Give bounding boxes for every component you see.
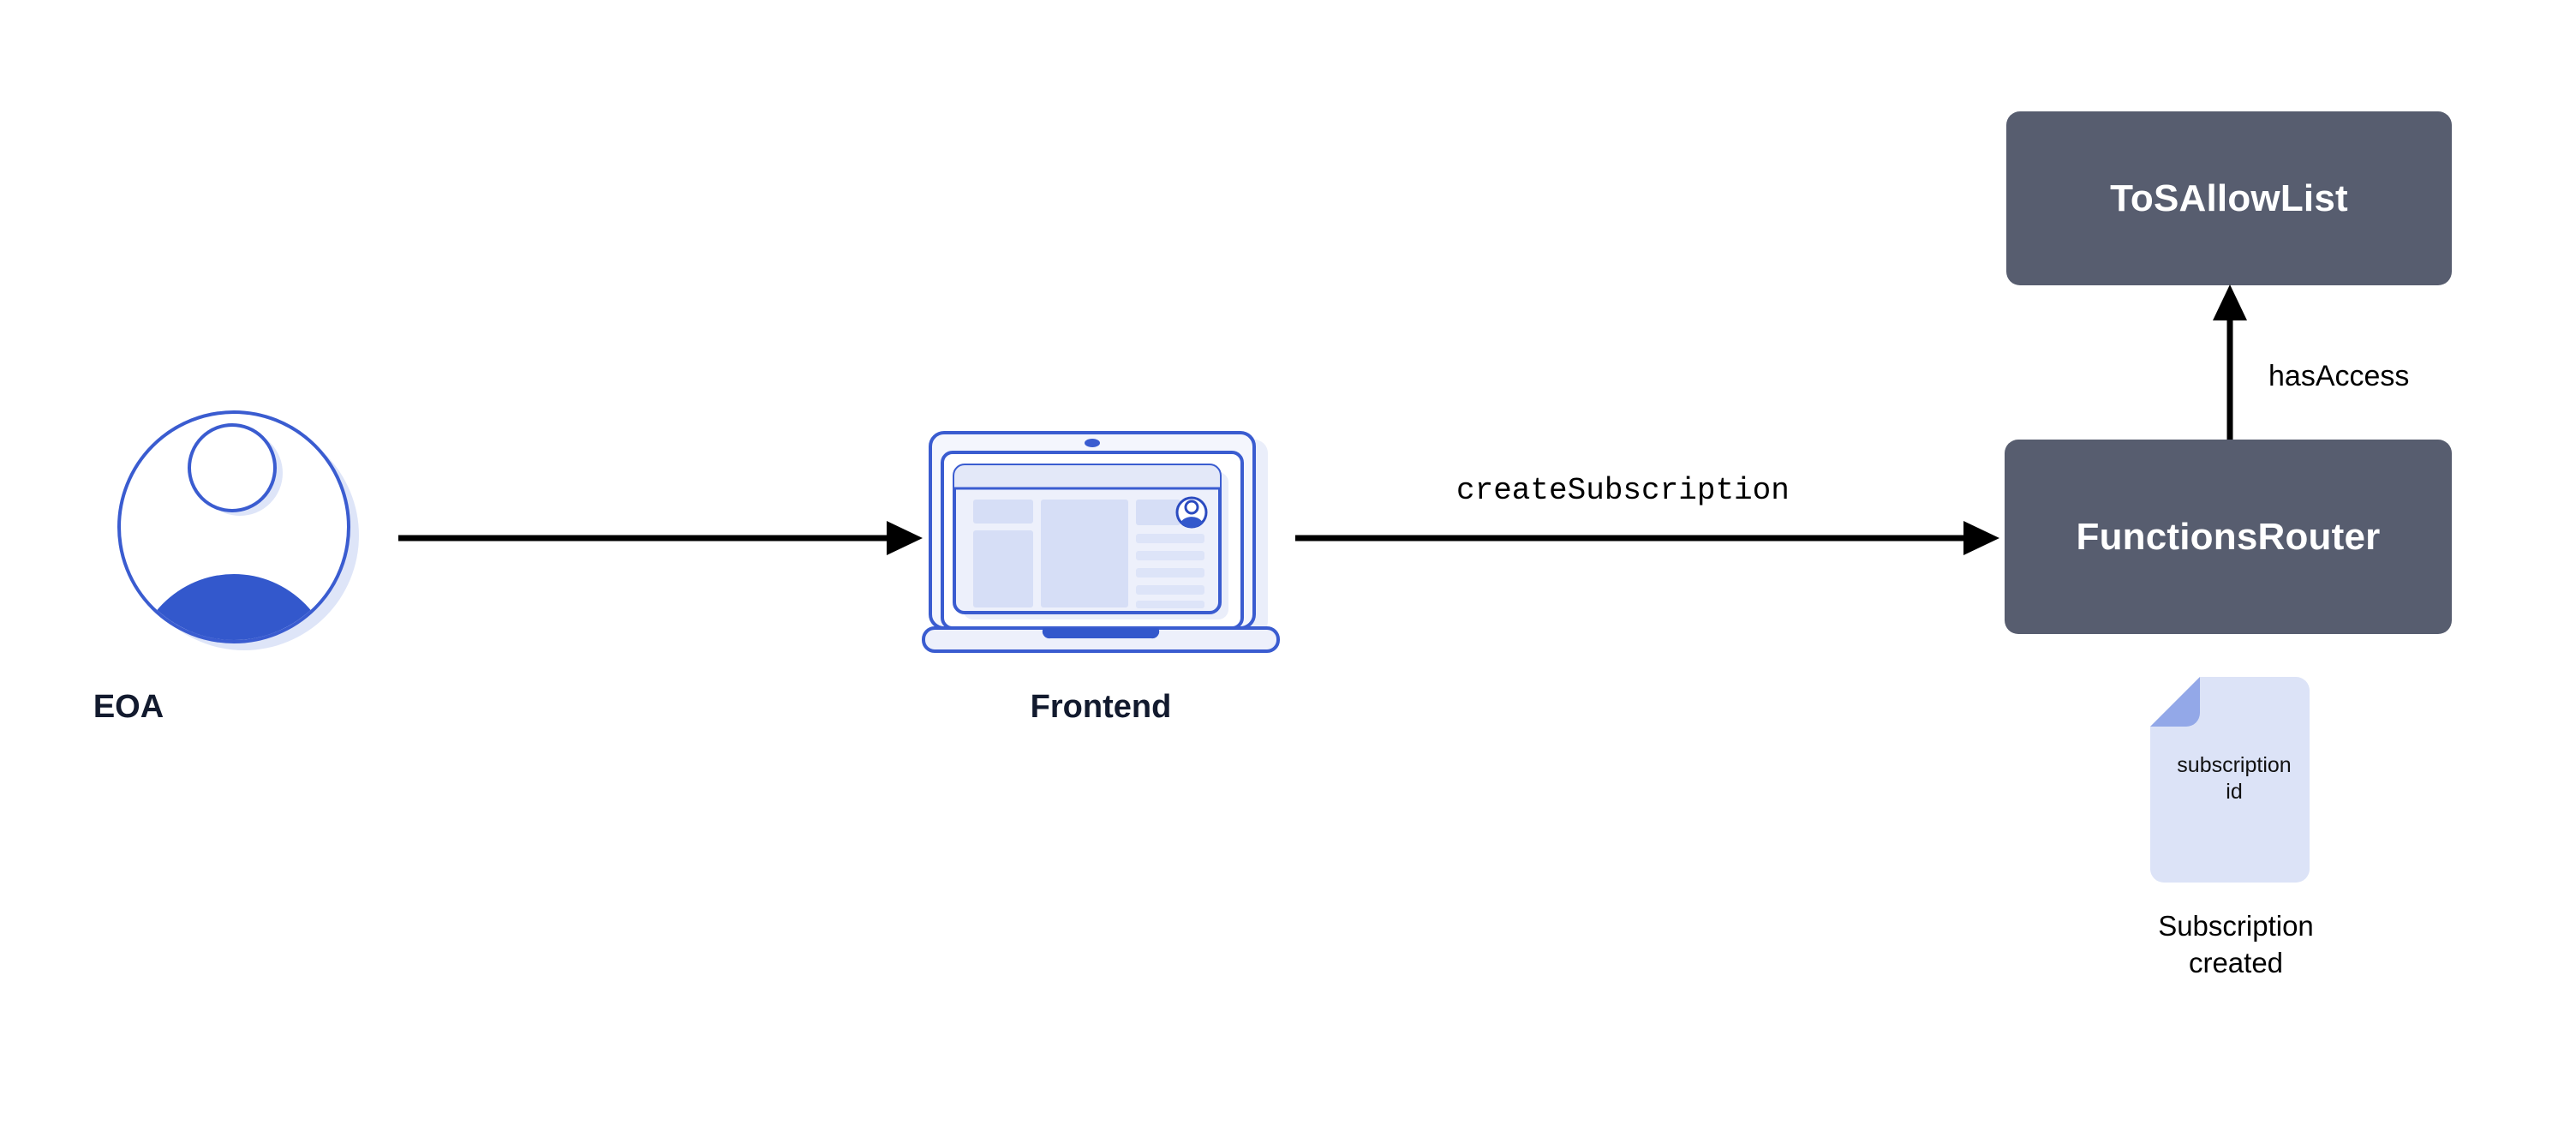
functions-router-label: FunctionsRouter [2076,515,2381,558]
edge-label-has-access: hasAccess [2268,360,2410,392]
frontend-label: Frontend [1030,689,1172,725]
eoa-label: EOA [93,689,164,725]
document-icon [2150,677,2310,883]
contract-box-tos-allow-list[interactable]: ToSAllowList [2006,111,2452,285]
edge-label-create-subscription: createSubscription [1456,473,1790,508]
arrow-eoa-to-frontend [398,521,923,555]
user-avatar-icon [117,410,359,650]
subscription-created-caption: Subscription created [2158,910,2314,978]
screen-avatar-icon [1175,496,1208,529]
tos-allow-list-label: ToSAllowList [2110,177,2348,219]
contract-box-functions-router[interactable]: FunctionsRouter [2005,440,2452,634]
laptop-icon [922,431,1280,653]
document-inner-text: subscription id [2177,753,2292,805]
arrow-functions-router-to-tos-allow-list [2213,284,2247,446]
arrow-frontend-to-functions-router [1295,521,1999,555]
